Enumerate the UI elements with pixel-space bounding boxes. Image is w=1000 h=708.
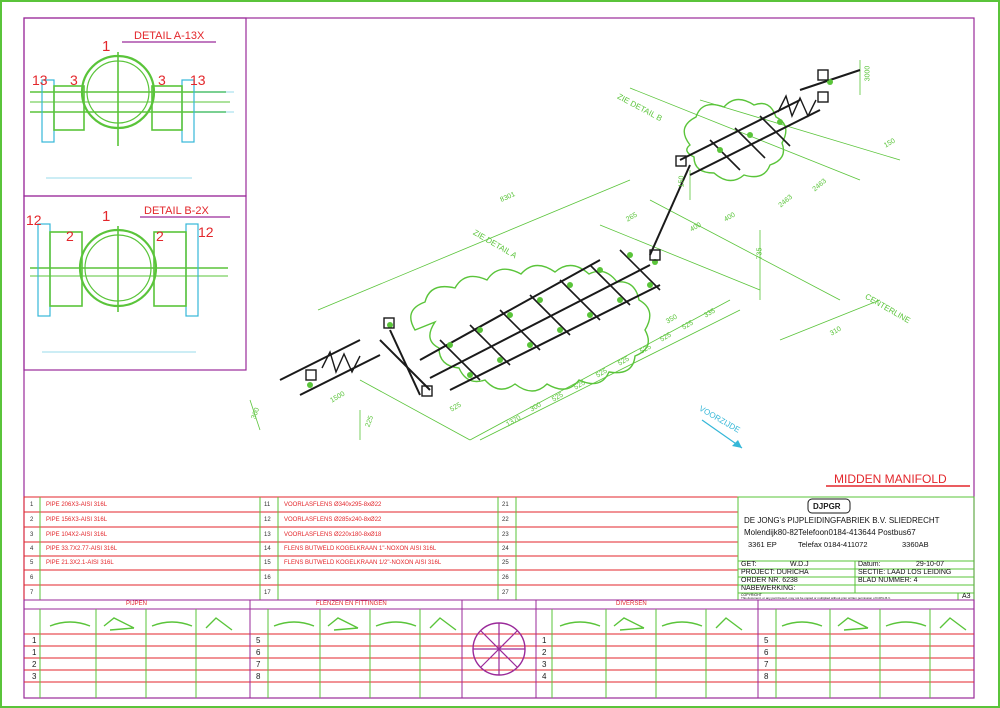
row-number: 4 — [542, 672, 547, 681]
part-no: 24 — [502, 546, 509, 552]
part-no: 16 — [264, 575, 271, 581]
row-number: 2 — [542, 648, 547, 657]
detail-a-panel — [23, 17, 247, 197]
part-no: 6 — [30, 575, 34, 581]
company-city: 3361 EP — [748, 540, 777, 549]
section-diversen: DIVERSEN — [616, 601, 647, 607]
drawing-title: MIDDEN MANIFOLD — [834, 472, 947, 486]
part-no: 15 — [264, 560, 271, 566]
row-number: 7 — [256, 660, 261, 669]
part-no: 22 — [502, 517, 509, 523]
part-no: 14 — [264, 546, 271, 552]
part-no: 2 — [30, 517, 34, 523]
detail-a-label: DETAIL A-13X — [134, 30, 205, 42]
blad-field: BLAD NUMMER: 4 — [858, 577, 918, 584]
part-no: 26 — [502, 575, 509, 581]
detail-b-callout-right-inner: 2 — [156, 228, 164, 244]
part-desc: VOORLASFLENS Ø285x240-8xØ22 — [284, 517, 382, 523]
company-fax: Telefax 0184-411072 — [798, 540, 868, 549]
isometric-manifold — [249, 60, 901, 449]
section-flenzen: FLENZEN EN FITTINGEN — [316, 601, 387, 607]
part-no: 27 — [502, 590, 509, 596]
detail-b-drawing — [30, 223, 228, 353]
part-no: 7 — [30, 590, 34, 596]
part-no: 12 — [264, 517, 271, 523]
datum-label: Datum: — [858, 561, 881, 568]
dim-150a: 150 — [678, 175, 686, 188]
row-number: 3 — [542, 660, 547, 669]
part-no: 23 — [502, 532, 509, 538]
part-desc: FLENS BUTWELD KOGELKRAAN 1"-NOXON AISI 3… — [284, 546, 437, 552]
project-field: PROJECT: DURICHA — [741, 569, 809, 576]
row-number: 1 — [32, 636, 37, 645]
copyright-text: This document, or any part thereof, may … — [741, 596, 891, 600]
part-no: 1 — [30, 502, 34, 508]
detail-b-panel — [23, 195, 247, 371]
detail-b-callout-top: 1 — [102, 208, 111, 225]
parts-table-grid — [23, 496, 739, 601]
part-no: 4 — [30, 546, 34, 552]
part-desc: PIPE 104X2-AISI 316L — [46, 532, 108, 538]
detail-b-label: DETAIL B-2X — [144, 205, 209, 217]
dim-3000: 3000 — [864, 65, 872, 82]
company-name: DE JONG's PIJPLEIDINGFABRIEK B.V. SLIEDR… — [744, 516, 940, 525]
detail-b-callout-left-inner: 2 — [66, 228, 74, 244]
detail-a-callout-right-inner: 3 — [158, 72, 166, 88]
revision-cloud-top — [683, 98, 787, 182]
part-desc: VOORLASFLENS Ø220x180-8xØ18 — [284, 532, 382, 538]
row-number: 5 — [764, 636, 769, 645]
part-no: 25 — [502, 560, 509, 566]
format-field: A3 — [962, 593, 971, 600]
order-field: ORDER NR. 6238 — [741, 577, 798, 584]
row-number: 6 — [764, 648, 769, 657]
dim-735: 735 — [756, 247, 764, 260]
part-desc: PIPE 33.7X2.77-AISI 316L — [46, 546, 118, 552]
detail-a-callout-right-outer: 13 — [190, 72, 206, 88]
company-logo: DJPGR — [813, 502, 841, 511]
inspection-grid — [23, 599, 975, 699]
part-desc: VOORLASFLENS Ø340x295-8xØ22 — [284, 502, 382, 508]
part-no: 11 — [264, 502, 271, 508]
part-desc: FLENS BUTWELD KOGELKRAAN 1/2"-NOXON AISI… — [284, 560, 442, 566]
copyright-title: COPYRIGHT — [741, 593, 762, 597]
detail-a-drawing — [30, 52, 234, 179]
detail-b-callout-left-outer: 12 — [26, 212, 42, 228]
datum-value: 29-10-07 — [916, 561, 945, 568]
row-number: 2 — [32, 660, 37, 669]
row-number: 7 — [764, 660, 769, 669]
detail-a-callout-left-inner: 3 — [70, 72, 78, 88]
revision-cloud-main — [410, 264, 651, 392]
part-no: 3 — [30, 532, 34, 538]
part-no: 21 — [502, 502, 509, 508]
sectie-field: SECTIE: LAAD LOS LEIDING — [858, 569, 952, 576]
detail-a-callout-left-outer: 13 — [32, 72, 48, 88]
titleblock-grid — [737, 496, 975, 601]
row-number: 8 — [764, 672, 769, 681]
part-desc: PIPE 21.3X2.1-AISI 316L — [46, 560, 114, 566]
section-pijpen: PIJPEN — [126, 601, 148, 607]
row-number: 3 — [32, 672, 37, 681]
company-postbus-code: 3360AB — [902, 540, 929, 549]
part-no: 13 — [264, 532, 271, 538]
row-number: 1 — [542, 636, 547, 645]
row-number: 8 — [256, 672, 261, 681]
row-number: 5 — [256, 636, 261, 645]
get-value: W.D.J — [790, 561, 809, 568]
part-no: 5 — [30, 560, 34, 566]
nabewerking-field: NABEWERKING: — [741, 585, 796, 592]
part-no: 17 — [264, 590, 271, 596]
detail-a-callout-top: 1 — [102, 38, 111, 55]
detail-b-callout-right-outer: 12 — [198, 224, 214, 240]
row-number: 1 — [32, 648, 37, 657]
part-desc: PIPE 156X3-AISI 316L — [46, 517, 108, 523]
company-address: Molendijk80-82Telefoon0184-413644 Postbu… — [744, 528, 916, 537]
part-desc: PIPE 206X3-AISI 316L — [46, 502, 108, 508]
get-label: GET: — [741, 561, 757, 568]
row-number: 6 — [256, 648, 261, 657]
